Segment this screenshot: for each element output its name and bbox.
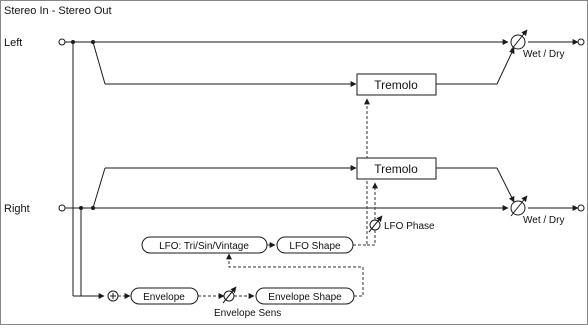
svg-text:LFO Shape: LFO Shape bbox=[289, 241, 341, 252]
right-output-jack bbox=[577, 204, 585, 212]
signal-lines bbox=[58, 38, 585, 302]
shape-to-phase bbox=[367, 230, 376, 246]
left-input-jack bbox=[58, 38, 66, 46]
envelope-shape-block: Envelope Shape bbox=[255, 287, 355, 305]
envelope-block: Envelope bbox=[130, 287, 199, 305]
lfo-shape-block: LFO Shape bbox=[276, 236, 354, 254]
svg-text:Tremolo: Tremolo bbox=[374, 162, 418, 176]
lfo-waveform-block: LFO: Tri/Sin/Vintage bbox=[141, 236, 268, 254]
wet-dry-right-label: Wet / Dry bbox=[523, 215, 564, 226]
junction-dots bbox=[71, 40, 95, 210]
right-wet-to-mix bbox=[496, 167, 515, 203]
left-wet-branch bbox=[92, 41, 106, 85]
svg-text:Envelope: Envelope bbox=[143, 292, 185, 303]
wet-dry-left-knob-icon[interactable] bbox=[510, 29, 528, 51]
lfo-phase-knob-icon[interactable] bbox=[368, 215, 383, 233]
shape-to-left-tremolo bbox=[353, 98, 370, 246]
envelope-to-lfo bbox=[226, 253, 364, 297]
wet-dry-left-label: Wet / Dry bbox=[523, 49, 564, 60]
left-wet-to-mix bbox=[496, 47, 515, 85]
svg-text:LFO: Tri/Sin/Vintage: LFO: Tri/Sin/Vintage bbox=[159, 241, 249, 252]
control-lines bbox=[118, 98, 378, 299]
tremolo-right-block: Tremolo bbox=[356, 157, 437, 180]
left-output-jack bbox=[577, 38, 585, 46]
envelope-sens-label: Envelope Sens bbox=[214, 308, 281, 319]
lfo-phase-label: LFO Phase bbox=[384, 221, 435, 232]
envelope-sens-knob-icon[interactable] bbox=[222, 286, 237, 304]
svg-text:Envelope Shape: Envelope Shape bbox=[268, 292, 342, 303]
input-right-label: Right bbox=[4, 203, 30, 215]
right-input-jack bbox=[58, 204, 66, 212]
right-wet-branch bbox=[92, 167, 106, 209]
svg-text:Tremolo: Tremolo bbox=[374, 78, 418, 92]
wet-dry-right-knob-icon[interactable] bbox=[510, 195, 528, 217]
tremolo-left-block: Tremolo bbox=[356, 73, 437, 96]
header-title: Stereo In - Stereo Out bbox=[4, 5, 112, 17]
input-left-label: Left bbox=[4, 37, 22, 49]
